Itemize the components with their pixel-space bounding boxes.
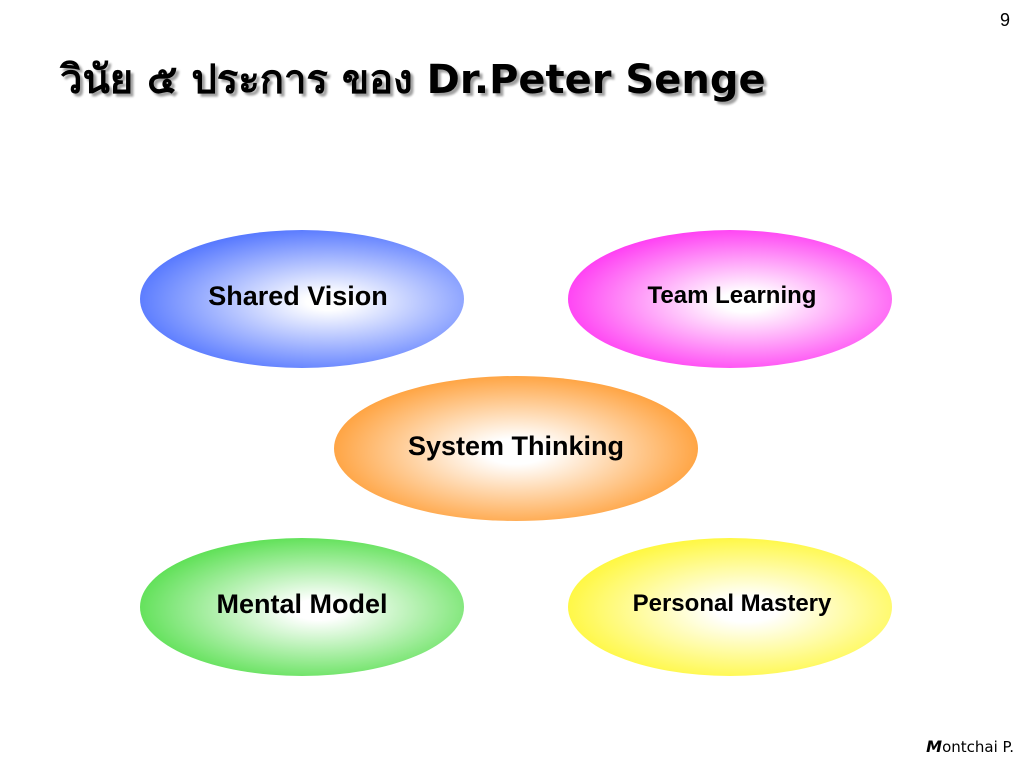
author-name-rest: ontchai P. xyxy=(942,738,1014,756)
shared-vision-node: Shared Vision xyxy=(140,230,464,368)
node-label-shared-vision: Shared Vision xyxy=(208,280,388,311)
personal-mastery-node: Personal Mastery xyxy=(568,538,892,676)
slide-number: 9 xyxy=(999,10,1010,30)
slide-title: วินัย ๕ ประการ ของ Dr.Peter Senge xyxy=(60,57,766,103)
author-footer: Montchai P. xyxy=(926,737,1014,756)
system-thinking-node: System Thinking xyxy=(334,376,698,521)
team-learning-node: Team Learning xyxy=(568,230,892,368)
mental-model-node: Mental Model xyxy=(140,538,464,676)
node-label-personal-mastery: Personal Mastery xyxy=(632,590,832,617)
author-initial: M xyxy=(926,737,943,756)
node-label-mental-model: Mental Model xyxy=(216,588,388,619)
node-label-team-learning: Team Learning xyxy=(647,282,817,309)
node-label-system-thinking: System Thinking xyxy=(407,431,625,461)
